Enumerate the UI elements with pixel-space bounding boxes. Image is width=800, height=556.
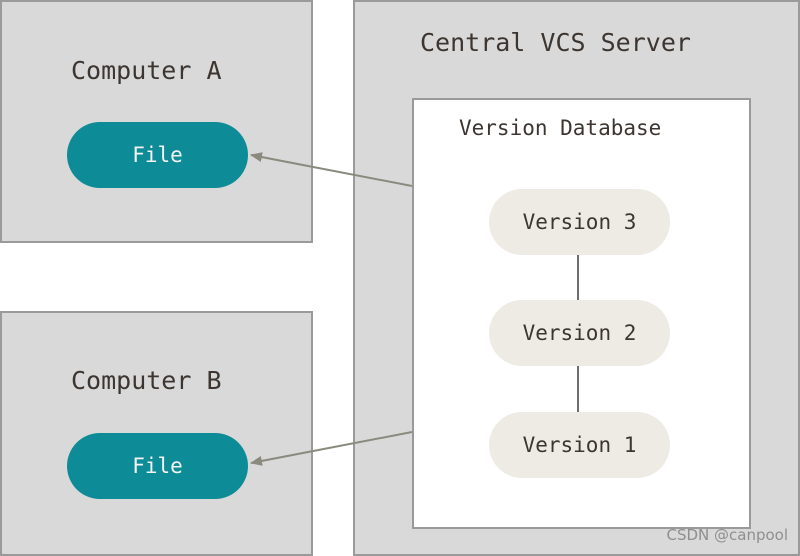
central-server-title: Central VCS Server <box>420 28 691 57</box>
arrow-to-computer-b <box>250 431 413 466</box>
watermark: CSDN @canpool <box>666 526 788 544</box>
computer-b-file[interactable]: File <box>67 433 248 499</box>
version-1-node[interactable]: Version 1 <box>489 412 670 478</box>
version-3-node[interactable]: Version 3 <box>489 189 670 255</box>
computer-b-title: Computer B <box>71 366 222 395</box>
computer-a-title: Computer A <box>71 56 222 85</box>
computer-a-file[interactable]: File <box>67 122 248 188</box>
version-connector <box>577 366 579 412</box>
version-2-node[interactable]: Version 2 <box>489 300 670 366</box>
version-database-title: Version Database <box>459 116 662 140</box>
computer-a-panel <box>0 0 313 243</box>
version-connector <box>577 255 579 300</box>
arrow-to-computer-a <box>250 152 413 187</box>
